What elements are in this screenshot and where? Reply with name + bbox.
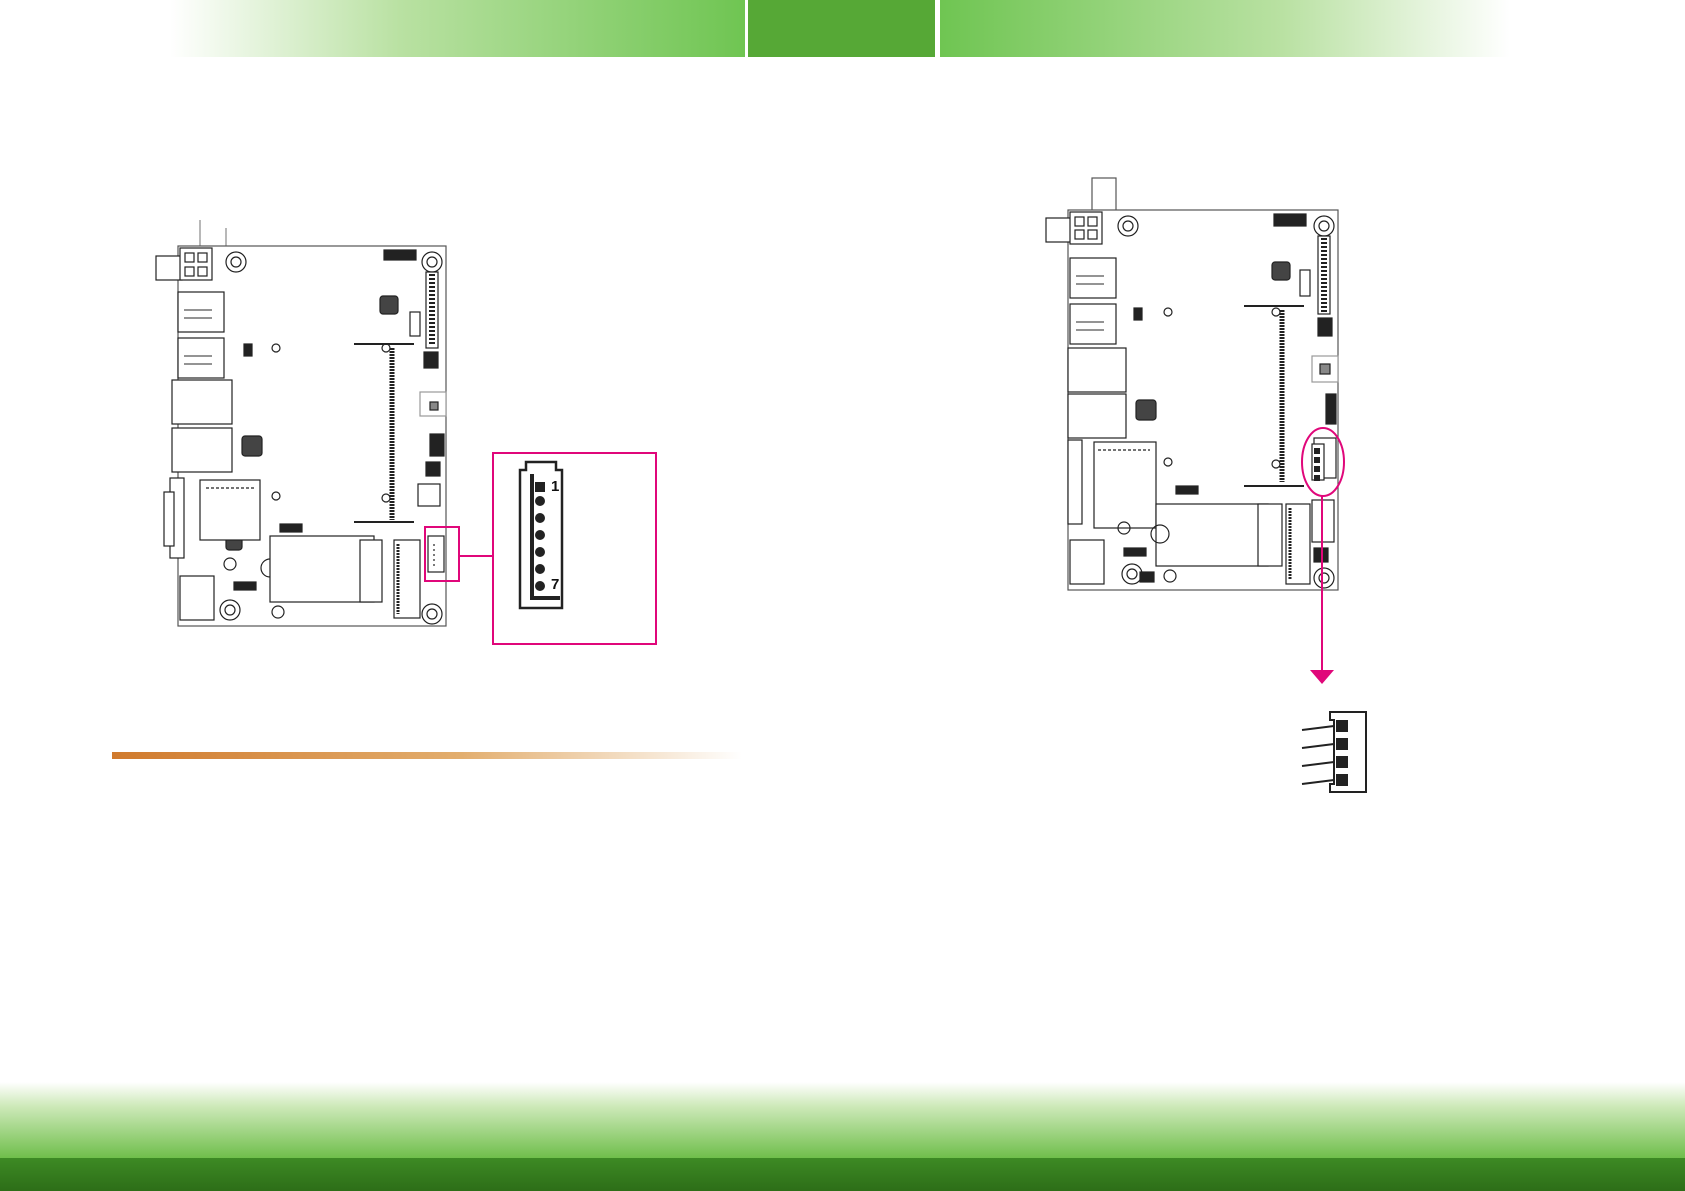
footer-band — [0, 1082, 1685, 1160]
pin-1-label: 1 — [551, 478, 559, 495]
right-callout-arrow — [1310, 670, 1334, 684]
section-divider — [112, 752, 742, 759]
right-connector-zoom — [1302, 712, 1366, 792]
right-board-diagram — [1046, 178, 1338, 590]
left-board-diagram — [156, 220, 446, 626]
footer-bar — [0, 1158, 1685, 1191]
pin-7-label: 7 — [551, 576, 559, 593]
left-callout-box — [493, 453, 656, 644]
